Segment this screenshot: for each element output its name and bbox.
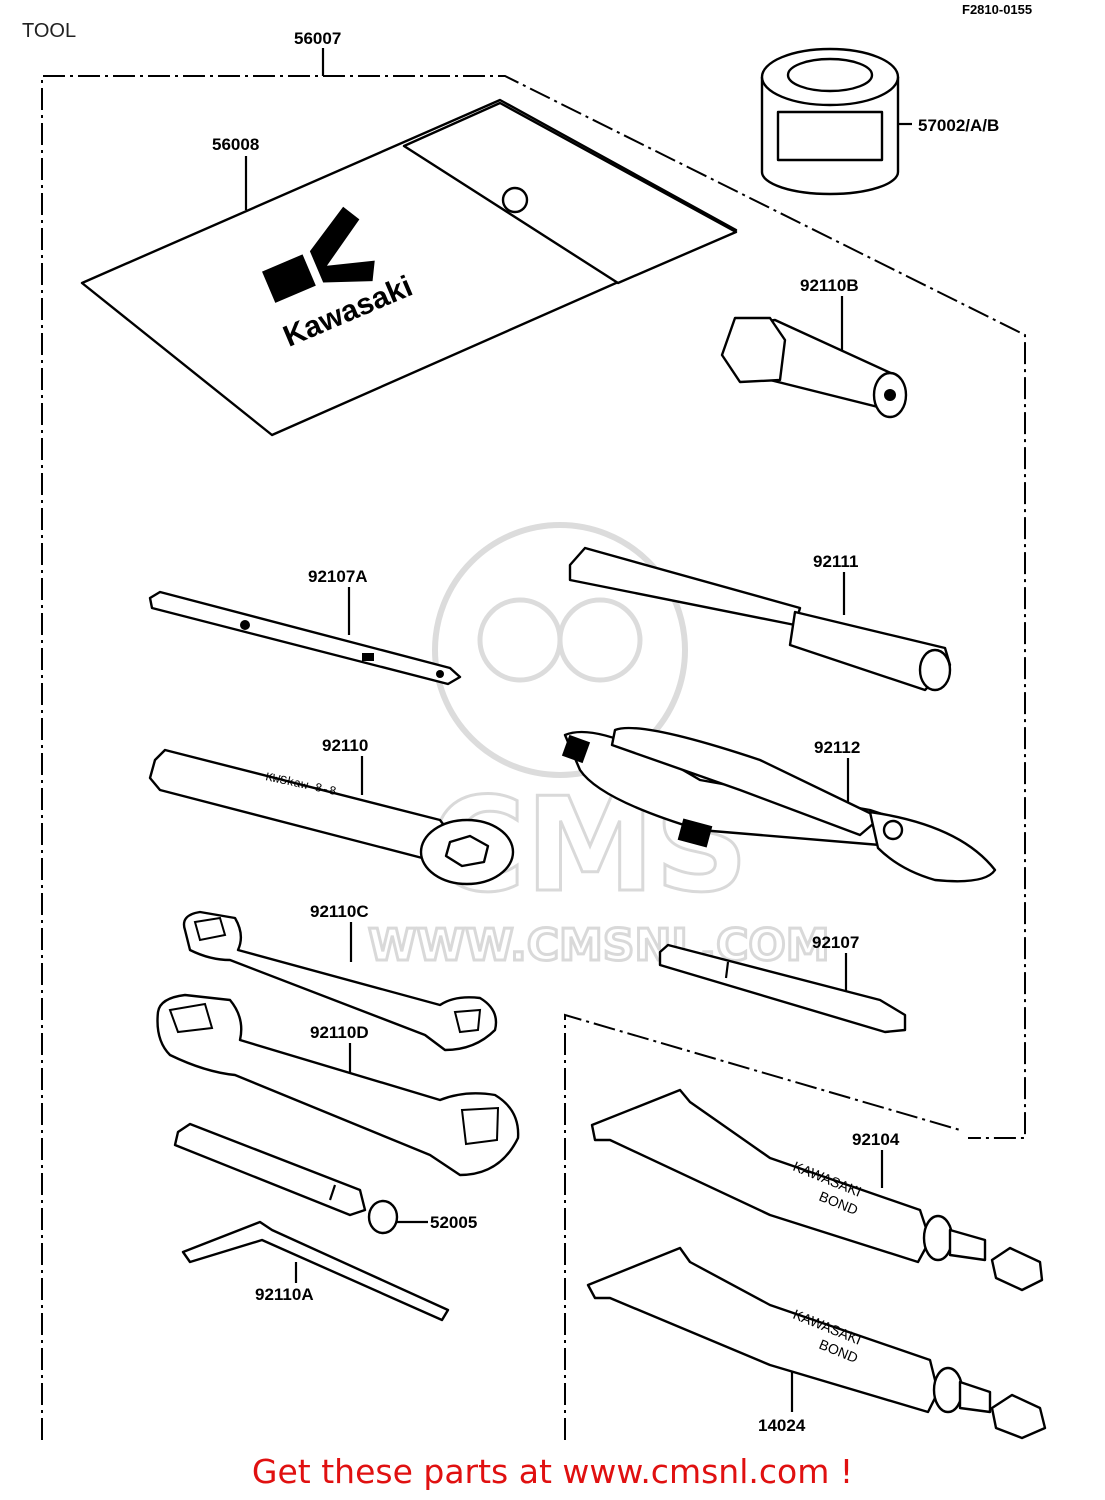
part-label-52005[interactable]: 52005 <box>430 1213 477 1232</box>
part-labels: 56007 56008 57002/A/B 92110B 92107A 9211… <box>212 29 999 1435</box>
screwdriver-handle <box>568 546 952 692</box>
hex-key <box>181 1220 450 1322</box>
footer-link[interactable]: Get these parts at www.cmsnl.com ! <box>251 1452 854 1491</box>
part-label-92110[interactable]: 92110 <box>322 736 368 755</box>
figure-code: F2810-0155 <box>962 2 1032 17</box>
spark-plug-socket <box>720 316 908 419</box>
tool-pouch: Kawasaki <box>80 98 738 437</box>
part-label-92110A[interactable]: 92110A <box>255 1285 314 1304</box>
grease-can <box>760 47 900 196</box>
screwdriver-bit <box>658 943 907 1034</box>
part-label-14024[interactable]: 14024 <box>758 1416 806 1435</box>
part-label-92111[interactable]: 92111 <box>813 552 858 571</box>
part-label-92110B[interactable]: 92110B <box>800 276 859 295</box>
bond-tube-lower: KAWASAKI BOND <box>586 1246 1047 1440</box>
part-label-56007[interactable]: 56007 <box>294 29 341 48</box>
open-end-wrench-large <box>156 993 520 1177</box>
watermark-url: WWW.CMSNL.COM <box>368 920 830 971</box>
part-label-92104[interactable]: 92104 <box>852 1130 900 1149</box>
part-label-92107A[interactable]: 92107A <box>308 567 368 586</box>
open-end-wrench-small <box>182 910 498 1052</box>
part-label-92107[interactable]: 92107 <box>812 933 859 952</box>
part-label-57002[interactable]: 57002/A/B <box>918 116 999 135</box>
kit-boundary <box>41 75 1026 1440</box>
part-label-92110D[interactable]: 92110D <box>310 1023 369 1042</box>
tool-handle-bar <box>148 590 462 686</box>
part-label-92112[interactable]: 92112 <box>814 738 860 757</box>
part-label-56008[interactable]: 56008 <box>212 135 259 154</box>
page-title: TOOL <box>22 20 76 42</box>
pliers <box>561 726 997 883</box>
leader-lines <box>244 48 912 1412</box>
part-label-92110C[interactable]: 92110C <box>310 902 369 921</box>
extension-bar <box>173 1122 399 1235</box>
box-wrench: KWSkaw 8-8 <box>148 748 515 886</box>
